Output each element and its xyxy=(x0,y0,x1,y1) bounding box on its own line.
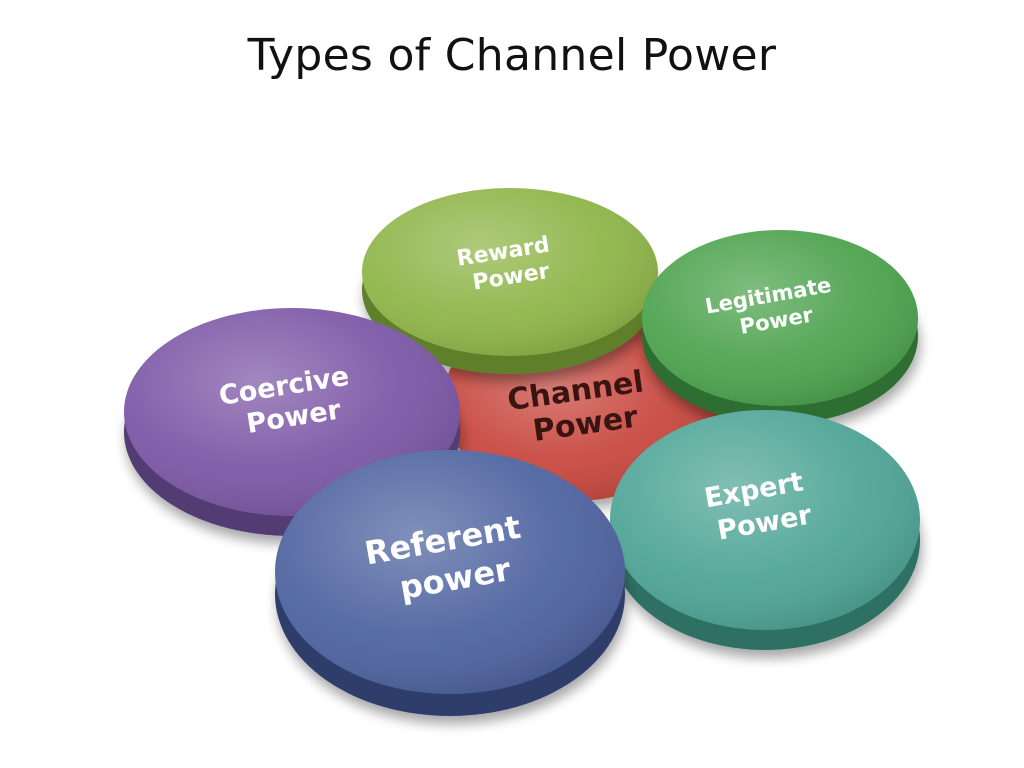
reward-power-disc: Reward Power xyxy=(362,188,658,374)
expert-power-disc: Expert Power xyxy=(610,410,920,650)
legitimate-power-disc: Legitimate Power xyxy=(642,230,918,424)
svg-text:Referent power: Referent power xyxy=(362,506,542,612)
slide-title: Types of Channel Power xyxy=(247,30,777,81)
referent-power-disc: Referent power xyxy=(275,450,625,716)
